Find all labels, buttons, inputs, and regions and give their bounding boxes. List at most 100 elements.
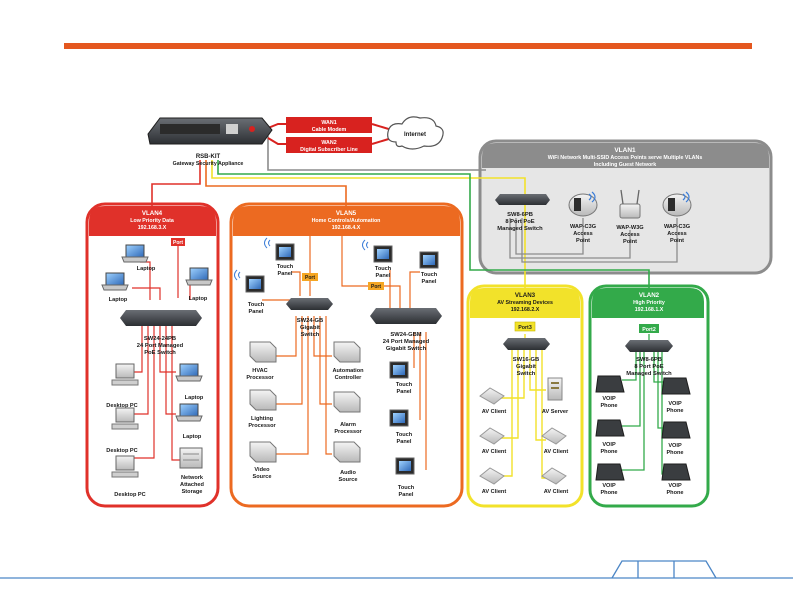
vlan2-phone-1-line1: VOIP (602, 396, 616, 402)
touch-panel-icon: Touch Panel (234, 269, 265, 315)
vlan5-touch-7-line1: Touch (398, 485, 415, 491)
vlan4-switch-model: SW24-24PB (144, 336, 176, 342)
vlan4-switch: SW24-24PB 24 Port Managed PoE Switch (120, 310, 202, 356)
vlan5-switch-1: SW24-GB Gigabit Switch (286, 298, 333, 338)
vlan5-touch-2-line2: Panel (249, 309, 264, 315)
vlan4-port-tag: Port (171, 238, 185, 246)
internet-label: Internet (404, 132, 426, 138)
vlan3-client-label-3: AV Client (544, 449, 569, 455)
desktop-pc-icon: Desktop PC (106, 363, 139, 409)
vlan2-phone-2-line2: Phone (666, 408, 683, 414)
page-number-tab (611, 560, 717, 579)
vlan2-switch-line2: 8 Port PoE (634, 364, 663, 370)
vlan2-title: VLAN2 (639, 292, 660, 299)
vlan5-sw2-model: SW24-GBM (390, 332, 421, 338)
vlan2-port-tag: Port2 (639, 324, 659, 333)
laptop-icon: Laptop (175, 363, 204, 401)
vlan1-ap-1-line2: Access (573, 231, 593, 237)
voip-phone-icon: VOIP Phone (595, 463, 625, 496)
vlan5-hvac-line2: Processor (246, 375, 274, 381)
vlan4-storage-line2: Attached (180, 482, 205, 488)
header-bar (64, 43, 752, 49)
av-server-icon: AV Server (542, 377, 569, 415)
vlan5-port-label-2: Port (371, 284, 381, 290)
audio-source-icon: Audio Source (333, 441, 361, 483)
vlan4-storage-line1: Network (181, 475, 204, 481)
vlan3-box: VLAN3 AV Streaming Devices 192.168.2.X (466, 284, 584, 508)
touch-panel-icon: Touch Panel (395, 457, 415, 498)
vlan1-ap-2-model: WAP-W3G (616, 225, 643, 231)
touch-panel-icon: Touch Panel (264, 237, 295, 277)
touch-panel-icon: Touch Panel (389, 409, 413, 445)
video-source-icon: Video Source (249, 441, 277, 480)
vlan4-desktop-label-3: Desktop PC (114, 492, 145, 498)
vlan4-laptop-label-1: Laptop (137, 266, 156, 272)
trunk-cables (151, 123, 650, 288)
vlan5-port-label-1: Port (305, 275, 315, 281)
vlan3-client-label-1: AV Client (482, 409, 507, 415)
vlan4-ip: 192.168.3.X (138, 225, 167, 231)
gateway-sublabel: Gateway Security Appliance (173, 161, 244, 167)
vlan3-switch: SW16-GB Gigabit Switch (503, 338, 550, 377)
vlan4-laptop-label-4: Laptop (185, 395, 204, 401)
vlan2-switch-line3: Managed Switch (626, 371, 672, 377)
lighting-processor-icon: Lighting Processor (248, 389, 277, 429)
vlan2-phone-3-line1: VOIP (602, 442, 616, 448)
wan2-box: WAN2 Digital Subscriber Line (286, 137, 372, 153)
vlan1-switch-line2: 8 Port PoE (505, 219, 534, 225)
vlan1-title: VLAN1 (614, 147, 636, 154)
laptop-icon: Laptop (185, 267, 213, 302)
vlan1-switch-line3: Managed Switch (497, 226, 543, 232)
vlan2-port-label: Port2 (642, 327, 656, 333)
vlan4-wires (132, 242, 200, 461)
voip-phone-icon: VOIP Phone (661, 463, 691, 496)
vlan1-wires (509, 218, 678, 263)
wan2-label: WAN2 (321, 140, 336, 146)
storage-icon: Network Attached Storage (179, 447, 205, 495)
vlan3-switch-model: SW16-GB (513, 357, 539, 363)
vlan5-sw1-line2: Gigabit (300, 325, 320, 331)
wan1-label: WAN1 (321, 120, 336, 126)
hvac-processor-icon: HVAC Processor (246, 341, 277, 381)
vlan2-phone-1-line2: Phone (600, 403, 617, 409)
vlan5-audio-line2: Source (339, 477, 358, 483)
vlan1-ap-3-line2: Access (667, 231, 687, 237)
vlan5-touch-7-line2: Panel (399, 492, 414, 498)
vlan5-touch-6-line1: Touch (396, 432, 413, 438)
voip-phone-icon: VOIP Phone (595, 419, 625, 455)
wan1-sub: Cable Modem (312, 127, 347, 133)
vlan2-phone-4-line2: Phone (666, 450, 683, 456)
voip-phone-icon: VOIP Phone (661, 421, 691, 456)
vlan2-phone-3-line2: Phone (600, 449, 617, 455)
vlan5-touch-5-line1: Touch (396, 382, 413, 388)
vlan4-switch-line3: PoE Switch (144, 350, 176, 356)
vlan5-port-tag-2: Port (368, 282, 384, 290)
touch-panel-icon: Touch Panel (389, 361, 413, 395)
vlan2-phone-5-line2: Phone (600, 490, 617, 496)
vlan5-sw1-model: SW24-GB (297, 318, 323, 324)
vlan2-sub: High Priority (633, 300, 665, 306)
vlan4-sub: Low Priority Data (130, 218, 174, 224)
av-client-icon: AV Client (541, 427, 569, 455)
vlan5-sub: Home Controls/Automation (312, 218, 381, 224)
vlan1-ap-2-line2: Access (620, 232, 640, 238)
vlan4-laptop-label-3: Laptop (189, 296, 208, 302)
internet-cloud: Internet (387, 116, 444, 150)
footer (0, 560, 793, 579)
vlan3-port-label: Port3 (518, 325, 532, 331)
vlan5-touch-3-line1: Touch (375, 266, 392, 272)
vlan1-ap-3-model: WAP-C3G (664, 224, 690, 230)
av-client-icon: AV Client (479, 467, 506, 495)
vlan2-switch-model: SW8-6PB (636, 357, 662, 363)
vlan2-phone-4-line1: VOIP (668, 443, 682, 449)
vlan1-ap-3-line3: Point (670, 238, 684, 244)
av-client-icon: AV Client (479, 387, 507, 415)
vlan3-client-label-5: AV Client (544, 489, 569, 495)
vlan5-alarm-line1: Alarm (340, 422, 356, 428)
vlan2-phone-2-line1: VOIP (668, 401, 682, 407)
av-client-icon: AV Client (541, 467, 569, 495)
vlan5-video-line1: Video (254, 467, 270, 473)
wan1-box: WAN1 Cable Modem (286, 117, 372, 133)
vlan3-client-label-2: AV Client (482, 449, 507, 455)
vlan4-laptop-label-2: Laptop (109, 297, 128, 303)
